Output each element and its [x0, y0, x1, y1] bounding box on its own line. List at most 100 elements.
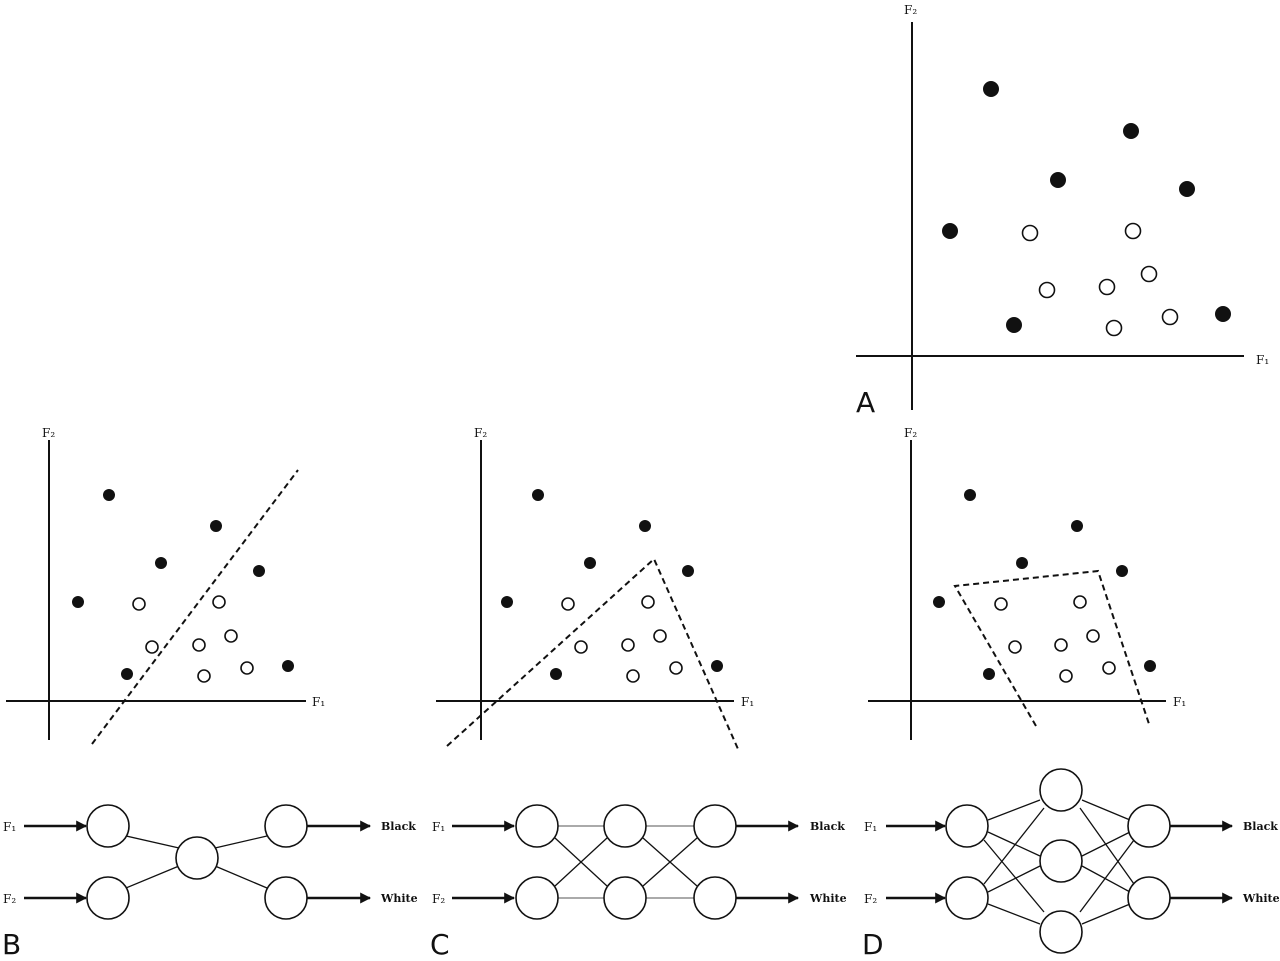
- white-point: [561, 597, 575, 611]
- black-point: [983, 668, 995, 680]
- black-point: [711, 660, 723, 672]
- black-point: [532, 489, 544, 501]
- black-point: [964, 489, 976, 501]
- input-node: [945, 804, 989, 848]
- output-node: [693, 876, 737, 920]
- panel-c-y-label: F₂: [474, 426, 487, 440]
- black-point: [682, 565, 694, 577]
- input-node: [86, 804, 130, 848]
- panel-c-network: F₁ F₂ Black White C: [430, 804, 847, 961]
- network-input-label: F₂: [432, 892, 445, 906]
- black-point: [103, 489, 115, 501]
- connection: [1081, 799, 1131, 821]
- hidden-node: [603, 804, 647, 848]
- panel-b-x-label: F₁: [312, 695, 325, 709]
- white-point: [212, 595, 226, 609]
- white-point: [1140, 265, 1158, 283]
- black-point: [282, 660, 294, 672]
- white-point: [145, 640, 159, 654]
- black-point: [639, 520, 651, 532]
- network-output-label: White: [809, 892, 847, 905]
- white-point: [1073, 595, 1087, 609]
- white-point: [1105, 319, 1123, 337]
- black-point: [550, 668, 562, 680]
- connection: [987, 831, 1041, 857]
- black-point: [253, 565, 265, 577]
- output-node: [264, 804, 308, 848]
- panel-b-decision-line: [91, 469, 299, 745]
- panel-a-y-label: F₂: [904, 3, 917, 17]
- input-node: [86, 876, 130, 920]
- white-point: [626, 669, 640, 683]
- input-node: [515, 876, 559, 920]
- panel-c-letter: C: [430, 928, 450, 961]
- white-point: [669, 661, 683, 675]
- black-point: [1116, 565, 1128, 577]
- output-node: [1127, 876, 1171, 920]
- connection: [987, 799, 1041, 821]
- black-point: [121, 668, 133, 680]
- white-point: [1054, 638, 1068, 652]
- panel-a-letter: A: [856, 386, 875, 419]
- panel-a: F₂ F₁ A: [856, 3, 1269, 419]
- black-point: [1016, 557, 1028, 569]
- panel-b-scatter: F₂ F₁: [6, 426, 325, 745]
- black-point: [1179, 181, 1195, 197]
- panel-d-scatter: F₂ F₁: [868, 426, 1186, 740]
- black-point: [1215, 306, 1231, 322]
- connection: [1081, 903, 1131, 925]
- black-point: [942, 223, 958, 239]
- hidden-node: [175, 836, 219, 880]
- white-point: [1021, 224, 1039, 242]
- output-node: [693, 804, 737, 848]
- black-point: [1144, 660, 1156, 672]
- connection: [554, 837, 608, 887]
- white-point: [1059, 669, 1073, 683]
- connection: [983, 839, 1045, 913]
- network-input-label: F₂: [3, 892, 16, 906]
- network-output-label: White: [1242, 892, 1280, 905]
- white-point: [574, 640, 588, 654]
- network-input-label: F₁: [864, 820, 877, 834]
- white-point: [1008, 640, 1022, 654]
- output-node: [264, 876, 308, 920]
- hidden-node: [1039, 839, 1083, 883]
- white-point: [1038, 281, 1056, 299]
- panel-b-network: F₁ F₂ Black White B: [2, 804, 418, 961]
- black-point: [933, 596, 945, 608]
- black-point: [983, 81, 999, 97]
- network-output-label: White: [380, 892, 418, 905]
- panel-c-decision-boundary: [446, 557, 739, 750]
- connection: [125, 865, 180, 889]
- panel-d-decision-boundary: [953, 569, 1151, 728]
- connection: [214, 835, 268, 849]
- network-input-label: F₁: [3, 820, 16, 834]
- connection: [1081, 865, 1131, 893]
- panel-c-scatter: F₂ F₁: [436, 426, 754, 750]
- connection: [983, 807, 1045, 885]
- black-point: [72, 596, 84, 608]
- connection: [642, 837, 698, 887]
- network-output-label: Black: [1243, 820, 1278, 833]
- hidden-node: [1039, 768, 1083, 812]
- panel-d-letter: D: [862, 928, 884, 961]
- white-point: [240, 661, 254, 675]
- white-point: [1161, 308, 1179, 326]
- white-point: [1098, 278, 1116, 296]
- panel-b-y-label: F₂: [42, 426, 55, 440]
- white-point: [224, 629, 238, 643]
- black-point: [1071, 520, 1083, 532]
- white-point: [197, 669, 211, 683]
- black-point: [584, 557, 596, 569]
- white-point: [192, 638, 206, 652]
- connection: [1079, 807, 1135, 885]
- white-point: [132, 597, 146, 611]
- black-point: [155, 557, 167, 569]
- network-output-label: Black: [381, 820, 416, 833]
- black-point: [1123, 123, 1139, 139]
- connection: [1081, 831, 1131, 857]
- connection: [987, 903, 1041, 925]
- output-node: [1127, 804, 1171, 848]
- panel-d-x-label: F₁: [1173, 695, 1186, 709]
